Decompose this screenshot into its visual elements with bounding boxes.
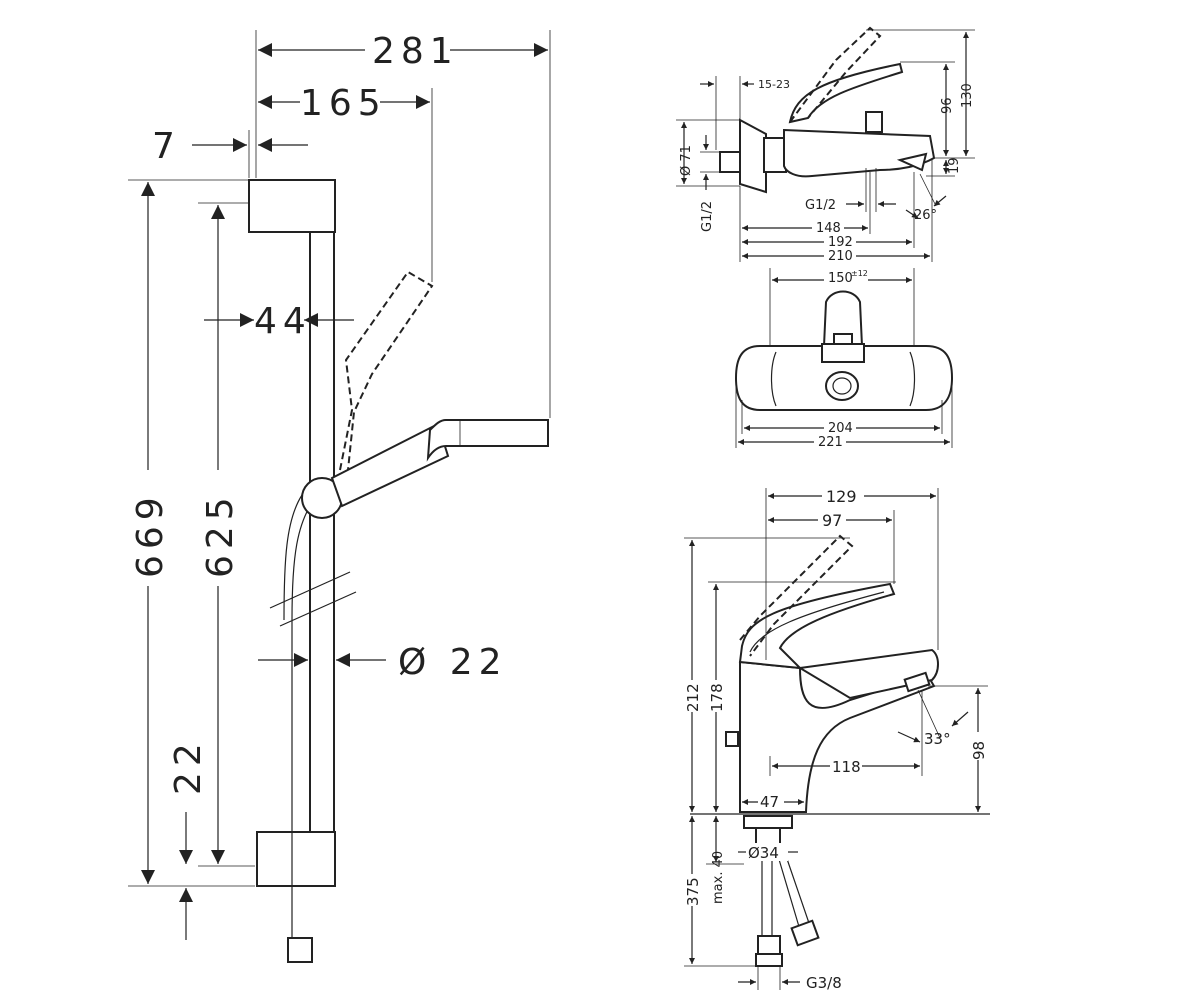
dim-diameter-22: Ø 22 <box>398 642 508 683</box>
hand-shower-alt-position <box>339 270 434 471</box>
dim-204: 204 <box>828 421 853 436</box>
bath-mixer-side-drawing: 130 96 19 15-23 Ø 71 G1/2 G1/2 2 <box>676 26 975 264</box>
dim-150: 150 <box>828 271 853 286</box>
dim-98: 98 <box>970 741 988 760</box>
basin-mixer-lever <box>738 582 896 670</box>
dim-44: 44 <box>254 301 312 342</box>
bath-mixer-front-outlet <box>825 371 859 401</box>
dim-669: 669 <box>130 491 171 578</box>
bath-mixer-nut <box>763 137 787 173</box>
dim-129: 129 <box>826 487 857 506</box>
dim-221: 221 <box>818 435 843 450</box>
dim-150-tolerance: ±12 <box>851 269 868 278</box>
dim-97: 97 <box>822 511 842 530</box>
hand-shower-handle <box>330 422 450 508</box>
dim-130: 130 <box>960 83 975 108</box>
dim-212: 212 <box>684 683 702 712</box>
dim-192: 192 <box>828 235 853 250</box>
bottom-wall-bracket <box>256 831 336 887</box>
dim-47: 47 <box>760 793 779 811</box>
dim-angle-26: 26° <box>914 208 937 223</box>
dim-7: 7 <box>152 126 181 167</box>
dim-281: 281 <box>372 31 459 72</box>
basin-mixer-lever-alt <box>739 534 854 657</box>
dim-diameter-34: Ø34 <box>748 844 779 862</box>
bath-mixer-body <box>783 128 936 178</box>
dim-210: 210 <box>828 249 853 264</box>
basin-mixer-aerator <box>903 671 931 693</box>
basin-mixer-drawing: 129 97 212 178 118 33° 98 4 <box>684 486 990 992</box>
dim-angle-33: 33° <box>924 730 951 748</box>
dim-178: 178 <box>708 683 726 712</box>
dim-19: 19 <box>947 157 962 174</box>
dim-diameter-71: Ø 71 <box>679 145 694 176</box>
dim-148: 148 <box>816 221 841 236</box>
hose-nut <box>287 937 313 963</box>
dim-22-bottom: 22 <box>168 737 209 795</box>
basin-mixer-popup-rod <box>725 731 739 747</box>
bath-mixer-front-lever <box>822 290 864 347</box>
basin-mixer-hose-2 <box>777 855 811 931</box>
basin-mixer-hose-1 <box>761 856 773 940</box>
dim-15-23: 15-23 <box>758 78 790 91</box>
hand-shower-head <box>426 419 549 462</box>
dim-g38: G3/8 <box>806 974 842 992</box>
bath-mixer-front-drawing: 150 ±12 204 221 <box>734 268 954 450</box>
shower-set-drawing: 281 165 7 44 669 625 Ø 22 22 <box>128 30 551 963</box>
dim-g12-inlet: G1/2 <box>700 201 715 232</box>
dim-max-40: max. 40 <box>711 851 726 904</box>
dim-375: 375 <box>684 877 702 906</box>
bath-mixer-diverter <box>865 111 883 133</box>
dim-g12-outlet: G1/2 <box>805 198 836 213</box>
slide-bar <box>309 231 335 833</box>
bath-mixer-lever <box>788 62 904 124</box>
dim-165: 165 <box>300 83 387 124</box>
dim-96: 96 <box>940 97 955 114</box>
bath-mixer-flange <box>739 118 767 194</box>
dim-625: 625 <box>200 491 241 578</box>
top-wall-bracket <box>248 179 336 233</box>
dim-118: 118 <box>832 758 861 776</box>
